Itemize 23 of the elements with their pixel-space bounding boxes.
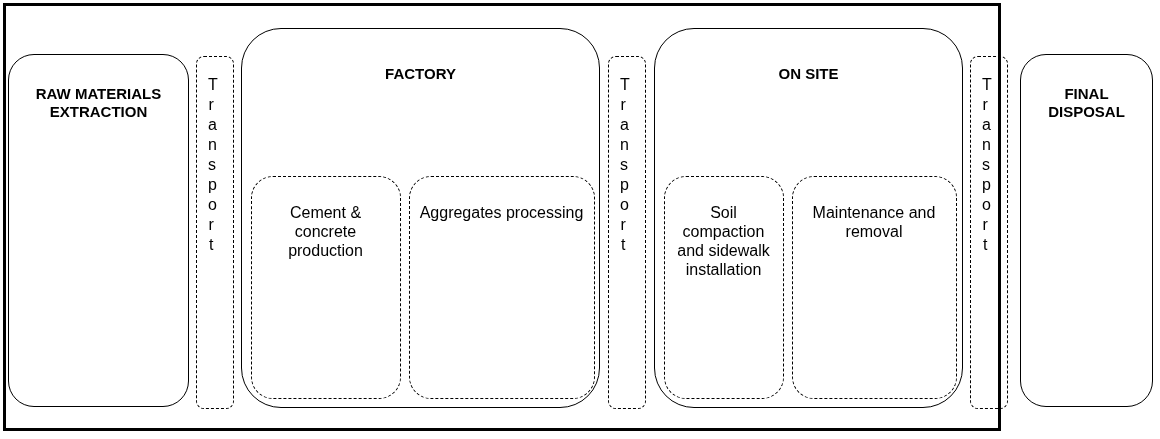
stage-title: FACTORY — [384, 65, 457, 83]
vertical-label: Transport — [620, 75, 636, 255]
process-box — [250, 175, 401, 399]
transport-box — [970, 56, 1008, 409]
transport-box — [196, 56, 234, 409]
stage-title: ON SITE — [777, 65, 840, 83]
process-label: Soil compaction and sidewalk installation — [676, 202, 771, 279]
process-label: Maintenance and removal — [811, 202, 937, 241]
transport-box — [608, 56, 646, 409]
stage-box — [1020, 54, 1153, 407]
process-label: Aggregates processing — [418, 202, 585, 222]
stage-title: RAW MATERIALS EXTRACTION — [34, 85, 163, 121]
process-box — [791, 175, 957, 399]
process-box — [663, 175, 784, 399]
stage-box — [241, 28, 600, 408]
process-box — [408, 175, 595, 399]
process-label: Cement & concrete production — [287, 202, 364, 260]
vertical-label: Transport — [982, 75, 998, 255]
outer-frame — [3, 3, 1001, 431]
vertical-label: Transport — [208, 75, 224, 255]
stage-box — [8, 54, 189, 407]
stage-title: FINAL DISPOSAL — [1047, 85, 1126, 121]
stage-box — [654, 28, 963, 408]
